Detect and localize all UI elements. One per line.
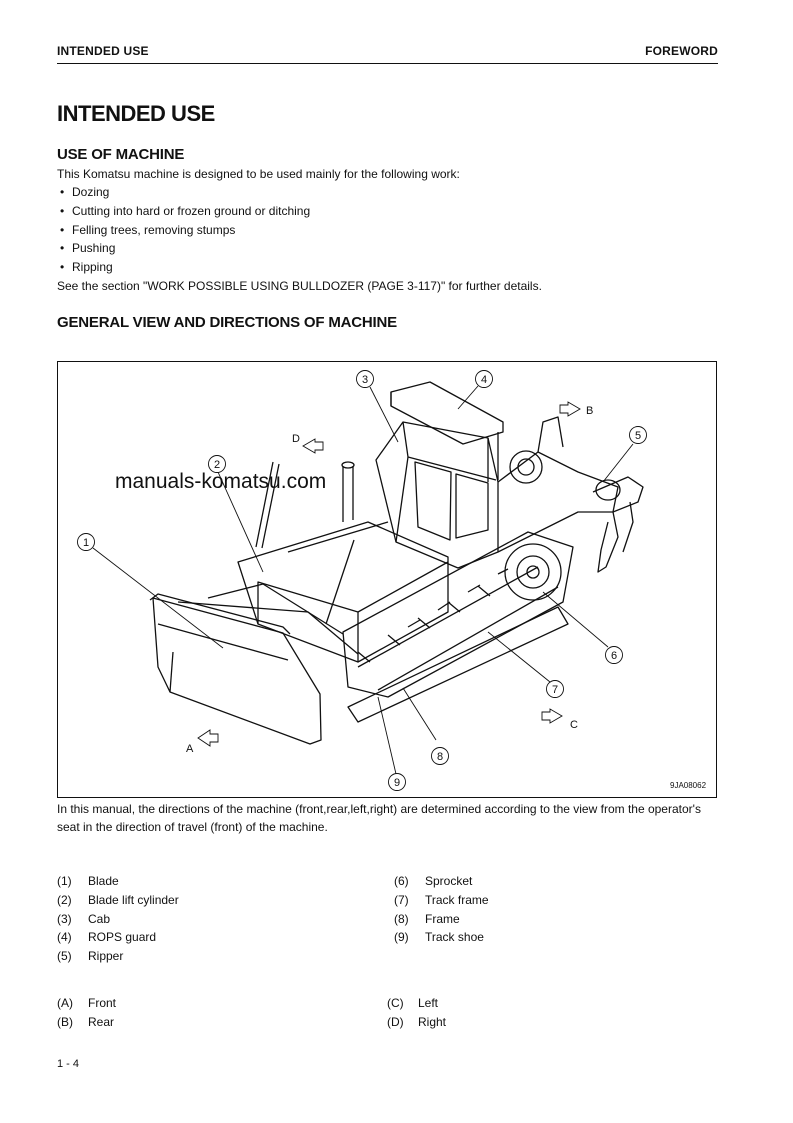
callout-label: 5 xyxy=(635,430,641,442)
legend-row: (6) Sprocket xyxy=(394,872,489,891)
direction-arrow-front xyxy=(197,729,219,747)
legend-row: (C) Left xyxy=(387,994,446,1013)
callout-label: 1 xyxy=(83,537,89,549)
parts-legend-left: (1) Blade (2) Blade lift cylinder (3) Cab (… xyxy=(57,872,179,966)
callout-label: 3 xyxy=(362,374,368,386)
direction-label: B xyxy=(586,405,593,417)
general-view-heading: GENERAL VIEW AND DIRECTIONS OF MACHINE xyxy=(57,314,397,331)
header-rule xyxy=(57,63,718,64)
legend-number: (C) xyxy=(387,996,404,1010)
work-list: Dozing Cutting into hard or frozen groun… xyxy=(57,183,310,277)
parts-legend-right: (6) Sprocket (7) Track frame (8) Frame (9) T… xyxy=(394,872,489,947)
directions-explanation: In this manual, the directions of the ma… xyxy=(57,802,701,834)
legend-number: (A) xyxy=(57,996,73,1010)
callout-circle xyxy=(356,370,374,388)
legend-row: (4) ROPS guard xyxy=(57,928,179,947)
callout-circle xyxy=(388,773,406,791)
legend-number: (4) xyxy=(57,930,72,945)
legend-row: (B) Rear xyxy=(57,1013,116,1032)
legend-number: (2) xyxy=(57,892,72,907)
callout-circle xyxy=(431,747,449,765)
direction-arrow-right xyxy=(302,438,324,454)
bulldozer-drawing: 1 2 3 4 5 6 7 8 9 A B C D 9JA08062 xyxy=(77,370,707,791)
see-also-text: See the section "WORK POSSIBLE USING BUL… xyxy=(57,279,542,293)
legend-label: Blade xyxy=(88,874,119,888)
callout-label: 4 xyxy=(481,374,487,386)
legend-label: Blade lift cylinder xyxy=(88,892,179,907)
legend-row: (7) Track frame xyxy=(394,891,489,910)
legend-row: (1) Blade xyxy=(57,872,179,891)
legend-label: Track frame xyxy=(425,892,489,907)
watermark-text: manuals-komatsu.com xyxy=(115,470,327,493)
legend-label: Frame xyxy=(425,911,460,926)
direction-arrow-rear xyxy=(559,401,581,417)
work-list-item: Pushing xyxy=(57,239,310,258)
directions-legend-right: (C) Left (D) Right xyxy=(387,994,446,1032)
direction-label: A xyxy=(186,743,194,755)
legend-label: Cab xyxy=(88,911,111,926)
direction-label: D xyxy=(292,433,300,445)
legend-label: Track shoe xyxy=(425,930,484,945)
work-list-item: Dozing xyxy=(57,183,310,202)
header-chapter-title: FOREWORD xyxy=(645,44,718,58)
legend-label: Sprocket xyxy=(425,874,473,888)
legend-label: ROPS guard xyxy=(88,930,157,945)
callout-circle xyxy=(208,455,226,473)
legend-row: (A) Front xyxy=(57,994,116,1013)
legend-row: (9) Track shoe xyxy=(394,928,489,947)
legend-label: Left xyxy=(418,996,439,1010)
legend-number: (8) xyxy=(394,911,409,926)
page-number: 1 - 4 xyxy=(57,1058,80,1070)
legend-row: (5) Ripper xyxy=(57,947,179,966)
legend-number: (B) xyxy=(57,1014,73,1029)
header-section-title: INTENDED USE xyxy=(57,44,149,58)
machine-illustration: 1 2 3 4 5 6 7 8 9 A B C D 9JA08062 xyxy=(57,361,717,798)
legend-number: (7) xyxy=(394,892,409,907)
legend-label: Front xyxy=(88,996,117,1010)
callout-label: 2 xyxy=(214,459,220,471)
callout-circle xyxy=(605,646,623,664)
callout-circle xyxy=(77,533,95,551)
use-intro-text: This Komatsu machine is designed to be u… xyxy=(57,167,460,181)
legend-label: Rear xyxy=(88,1014,115,1029)
legend-row: (D) Right xyxy=(387,1013,446,1032)
legend-number: (1) xyxy=(57,874,72,888)
callout-label: 8 xyxy=(437,751,443,763)
legend-row: (3) Cab xyxy=(57,910,179,929)
legend-number: (9) xyxy=(394,930,409,945)
callout-circle xyxy=(546,680,564,698)
work-list-item: Cutting into hard or frozen ground or di… xyxy=(57,202,310,221)
work-list-item: Ripping xyxy=(57,258,310,277)
callout-label: 6 xyxy=(611,650,617,662)
legend-label: Right xyxy=(418,1014,447,1029)
work-list-item: Felling trees, removing stumps xyxy=(57,221,310,240)
use-of-machine-heading: USE OF MACHINE xyxy=(57,146,185,163)
legend-number: (6) xyxy=(394,874,409,888)
direction-label: C xyxy=(570,719,578,731)
directions-legend-left: (A) Front (B) Rear xyxy=(57,994,116,1032)
legend-row: (2) Blade lift cylinder xyxy=(57,891,179,910)
page-title: INTENDED USE xyxy=(57,101,215,126)
figure-code: 9JA08062 xyxy=(670,781,707,790)
direction-arrow-left xyxy=(541,708,563,724)
callout-circle xyxy=(629,426,647,444)
callout-label: 9 xyxy=(394,777,400,789)
legend-number: (5) xyxy=(57,949,72,964)
legend-number: (D) xyxy=(387,1014,404,1029)
callout-label: 7 xyxy=(552,684,558,696)
legend-label: Ripper xyxy=(88,949,124,964)
callout-circle xyxy=(475,370,493,388)
legend-row: (8) Frame xyxy=(394,910,489,929)
legend-number: (3) xyxy=(57,911,72,926)
